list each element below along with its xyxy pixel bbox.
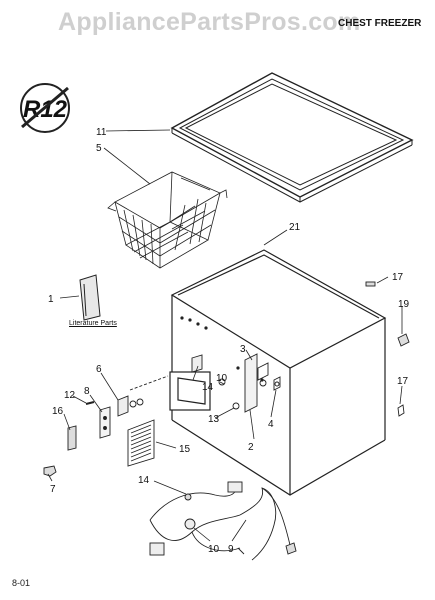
callout-17-side: 17 — [397, 376, 409, 387]
thermostat-2 — [244, 353, 258, 413]
switch-housing-6 — [117, 395, 129, 417]
callout-10-bracket: 10 — [216, 373, 228, 384]
callout-9: 9 — [228, 544, 234, 555]
callout-15: 15 — [179, 444, 191, 455]
callout-11: 11 — [96, 127, 107, 138]
cover-16 — [67, 425, 77, 451]
freezer-cabinet — [169, 249, 387, 496]
literature-parts-label: Literature Parts — [69, 320, 117, 327]
callout-4: 4 — [268, 419, 274, 430]
callout-21: 21 — [289, 222, 301, 233]
diagram-title: CHEST FREEZER — [338, 18, 422, 29]
footer-code: 8-01 — [12, 578, 31, 588]
wiring-harness — [149, 481, 297, 561]
callout-12: 12 — [64, 390, 76, 401]
thermostat-knob-4 — [273, 376, 281, 391]
callout-3: 3 — [240, 344, 246, 355]
callout-6: 6 — [96, 364, 102, 375]
literature-card — [79, 274, 101, 321]
cabinet-hardware — [191, 281, 410, 417]
callout-17-top: 17 — [392, 272, 404, 283]
callout-numbers: 11 5 21 17 1 19 3 6 14 10 12 8 16 13 4 1… — [48, 127, 410, 555]
leader-lines — [47, 129, 403, 542]
callout-19: 19 — [398, 299, 410, 310]
label-clip-17-side — [397, 404, 405, 417]
lid-gasket — [170, 72, 414, 203]
wire-basket — [107, 171, 228, 269]
site-watermark: AppliancePartsPros.com — [58, 8, 361, 36]
bracket-8 — [99, 406, 111, 439]
callout-14-bracket: 14 — [202, 382, 214, 393]
callout-5: 5 — [96, 143, 102, 154]
label-clip-17-top — [365, 281, 376, 287]
lamp-7 — [43, 465, 57, 477]
switch-assembly — [43, 375, 169, 477]
vent-grille — [127, 419, 155, 467]
callout-10-harness: 10 — [208, 544, 220, 555]
callout-2: 2 — [248, 442, 254, 453]
callout-13: 13 — [208, 414, 220, 425]
callout-8: 8 — [84, 386, 90, 397]
r12-badge: R12 — [20, 83, 70, 133]
callout-16: 16 — [52, 406, 64, 417]
screw-12 — [85, 401, 95, 405]
drain-plug-19 — [397, 333, 410, 347]
thermostat-bracket-14 — [191, 354, 203, 373]
callout-1: 1 — [48, 294, 54, 305]
callout-7: 7 — [50, 484, 56, 495]
callout-14-harness: 14 — [138, 475, 150, 486]
